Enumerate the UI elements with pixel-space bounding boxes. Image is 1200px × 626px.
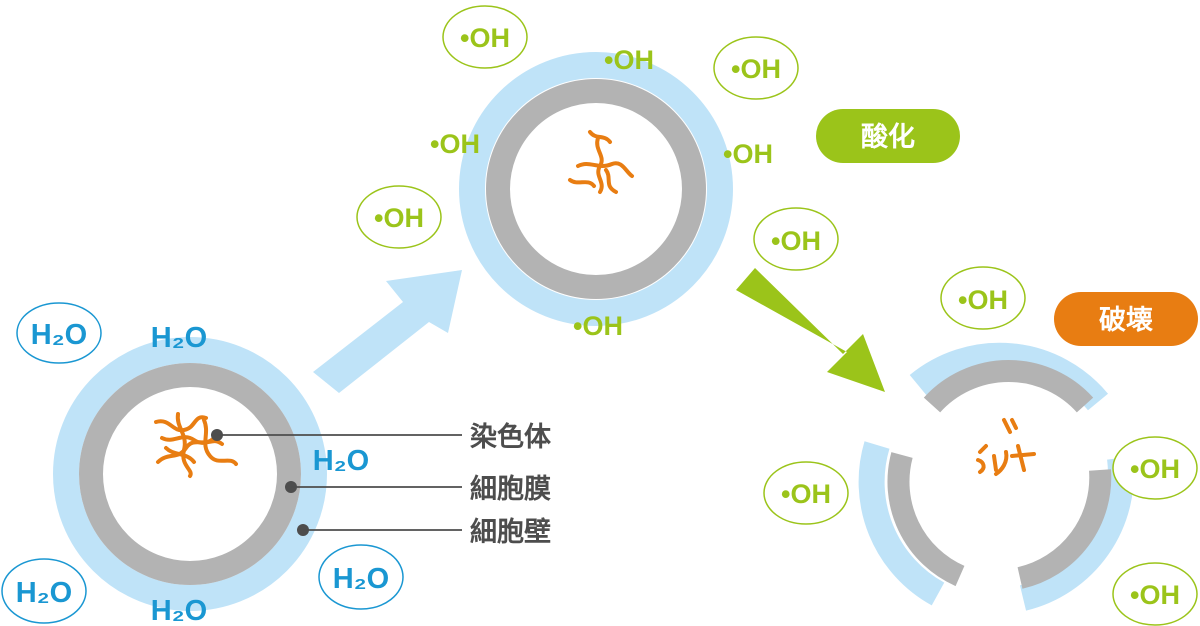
- hydroxyl-label: •OH: [460, 23, 510, 53]
- water-molecule-bubble: H₂O: [16, 302, 102, 364]
- hydroxyl-label: •OH: [723, 139, 773, 169]
- hydroxyl-radical-bubble: •OH: [442, 5, 528, 69]
- hydroxyl-label: •OH: [374, 203, 424, 233]
- blue-arrow: [313, 270, 462, 393]
- cell-healthy: [53, 337, 327, 611]
- chromosome-callout: 染色体: [211, 421, 552, 453]
- cell-membrane-ring: [79, 363, 301, 585]
- hydroxyl-label: •OH: [604, 45, 654, 75]
- cell-oxidizing: [459, 52, 733, 326]
- hydroxyl-label: •OH: [731, 54, 781, 84]
- hydroxyl-radical-bubble: •OH: [763, 461, 849, 525]
- water-molecule-bubble: H₂O: [1, 558, 87, 624]
- cell-wall-ring: [459, 52, 733, 326]
- hydroxyl-radical-bubble: •OH: [753, 207, 839, 271]
- hydroxyl-label: •OH: [781, 479, 831, 509]
- hydroxyl-radical-bubble: •OH: [1112, 436, 1198, 500]
- hydroxyl-label: •OH: [573, 311, 623, 341]
- cell-membrane-fragments: [887, 360, 1112, 589]
- oxidation-badge: 酸化: [816, 109, 960, 163]
- hydroxyl-radical-bubble: •OH: [713, 36, 799, 100]
- water-label: H₂O: [313, 445, 369, 477]
- hydroxyl-label: •OH: [1130, 580, 1180, 610]
- hydroxyl-label: •OH: [771, 226, 821, 256]
- cell-wall-label: 細胞壁: [470, 517, 551, 548]
- hydroxyl-radical-bubble: •OH: [940, 266, 1026, 330]
- water-label: H₂O: [16, 577, 72, 609]
- cell-membrane-ring: [486, 79, 706, 299]
- cell-membrane-label: 細胞膜: [470, 474, 551, 505]
- wall-callout: 細胞壁: [297, 517, 551, 548]
- destruction-badge: 破壊: [1054, 292, 1198, 346]
- destruction-label: 破壊: [1099, 305, 1153, 336]
- chromosome-squiggle: [154, 412, 238, 478]
- water-molecule-bubble: H₂O: [318, 544, 404, 610]
- chromosome-fragments: [976, 418, 1036, 476]
- water-label: H₂O: [151, 595, 207, 626]
- hydroxyl-label: •OH: [958, 285, 1008, 315]
- chromosome-squiggle: [568, 130, 634, 194]
- hydroxyl-radical-bubble: •OH: [356, 185, 442, 249]
- cell-wall-ring: [53, 337, 327, 611]
- oxidation-label: 酸化: [861, 122, 915, 153]
- cell-destroyed: [858, 342, 1134, 611]
- chromosome-label: 染色体: [470, 421, 552, 453]
- green-arrow: [736, 268, 885, 392]
- hydroxyl-radical-bubble: •OH: [1112, 562, 1198, 626]
- water-label: H₂O: [333, 563, 389, 595]
- water-label: H₂O: [151, 322, 207, 354]
- hydroxyl-label: •OH: [1130, 454, 1180, 484]
- membrane-callout: 細胞膜: [285, 474, 551, 505]
- water-label: H₂O: [31, 319, 87, 351]
- hydroxyl-label: •OH: [430, 129, 480, 159]
